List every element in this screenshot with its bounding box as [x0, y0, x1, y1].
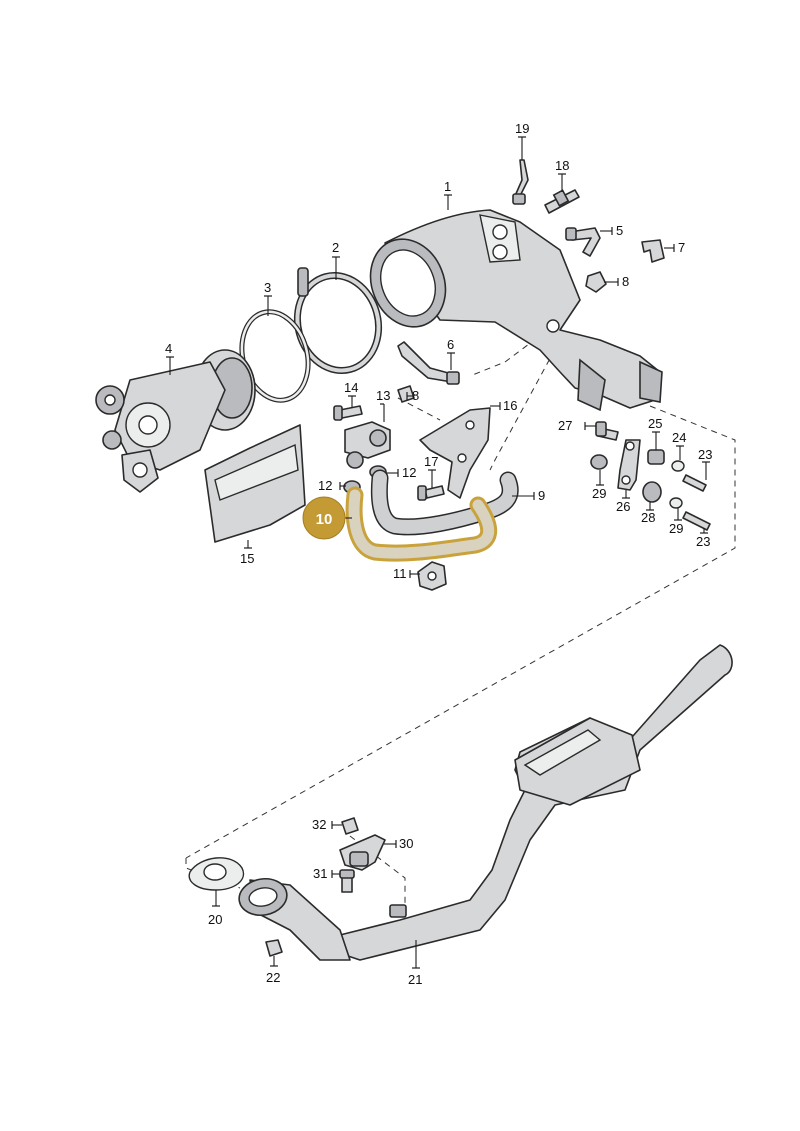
callout-5: 5: [616, 223, 623, 238]
callout-28: 28: [641, 510, 655, 525]
clip-11[interactable]: [417, 561, 447, 591]
callout-30: 30: [399, 836, 413, 851]
callout-1: 1: [444, 179, 451, 194]
bolt-23-upper[interactable]: [682, 474, 707, 492]
callout-19: 19: [515, 121, 529, 136]
bolt-14[interactable]: [333, 405, 363, 421]
callout-29-left: 29: [592, 486, 606, 501]
callout-25: 25: [648, 416, 662, 431]
flange-gasket-20[interactable]: [188, 857, 245, 891]
sensor-18[interactable]: [544, 189, 580, 214]
hose-9[interactable]: [370, 469, 519, 536]
spring-25[interactable]: [647, 449, 665, 465]
bracket-16[interactable]: [419, 407, 491, 499]
pipe-5[interactable]: [565, 227, 601, 257]
nut-8-upper[interactable]: [585, 271, 607, 293]
callout-18: 18: [555, 158, 569, 173]
callout-12-right: 12: [402, 465, 416, 480]
callout-16: 16: [503, 398, 517, 413]
hose-10-highlighted[interactable]: [345, 486, 497, 562]
callout-15: 15: [240, 551, 254, 566]
pressure-pipe-19[interactable]: [512, 159, 529, 205]
callout-labels: 1 2 3 4 5 6 7 8 8 9 11 12 12 13 14 15 16…: [165, 121, 712, 987]
nut-29-left[interactable]: [590, 454, 608, 470]
callout-22: 22: [266, 970, 280, 985]
pipe-6[interactable]: [397, 341, 460, 385]
hanger-bracket-30[interactable]: [339, 834, 386, 871]
nut-8-lower[interactable]: [397, 385, 415, 403]
leader-lines: [166, 136, 710, 969]
bolt-31[interactable]: [339, 869, 355, 893]
callout-8-lower: 8: [412, 388, 419, 403]
callout-6: 6: [447, 337, 454, 352]
callout-2: 2: [332, 240, 339, 255]
callout-14: 14: [344, 380, 358, 395]
bolt-17[interactable]: [417, 485, 445, 501]
callout-26: 26: [616, 499, 630, 514]
washer-24[interactable]: [671, 460, 685, 472]
callout-31: 31: [313, 866, 327, 881]
callout-3: 3: [264, 280, 271, 295]
clip-7[interactable]: [641, 239, 665, 263]
callout-4: 4: [165, 341, 172, 356]
callout-23-upper: 23: [698, 447, 712, 462]
callout-7: 7: [678, 240, 685, 255]
bush-28[interactable]: [642, 481, 662, 503]
callout-27: 27: [558, 418, 572, 433]
callout-24: 24: [672, 430, 686, 445]
callout-12-left: 12: [318, 478, 332, 493]
washer-29-right[interactable]: [669, 497, 683, 509]
bolt-27[interactable]: [595, 421, 619, 441]
catalytic-converter[interactable]: [358, 209, 663, 412]
callout-23-lower: 23: [696, 534, 710, 549]
callout-20: 20: [208, 912, 222, 927]
callout-11: 11: [393, 566, 407, 581]
exhaust-pipe-21[interactable]: [236, 644, 733, 961]
bolt-23-lower[interactable]: [682, 511, 711, 531]
callout-17: 17: [424, 454, 438, 469]
nut-32[interactable]: [341, 817, 359, 835]
callout-21: 21: [408, 972, 422, 987]
bracket-26[interactable]: [617, 439, 641, 491]
valve-13[interactable]: [344, 421, 391, 469]
callout-32: 32: [312, 817, 326, 832]
nut-22[interactable]: [265, 939, 283, 957]
callout-13: 13: [376, 388, 390, 403]
callout-10: 10: [316, 511, 333, 528]
callout-8-upper: 8: [622, 274, 629, 289]
callout-10-highlight-badge[interactable]: 10: [302, 496, 352, 540]
callout-9: 9: [538, 488, 545, 503]
heat-shield[interactable]: [204, 424, 306, 543]
turbocharger[interactable]: [95, 349, 256, 493]
callout-29-right: 29: [669, 521, 683, 536]
